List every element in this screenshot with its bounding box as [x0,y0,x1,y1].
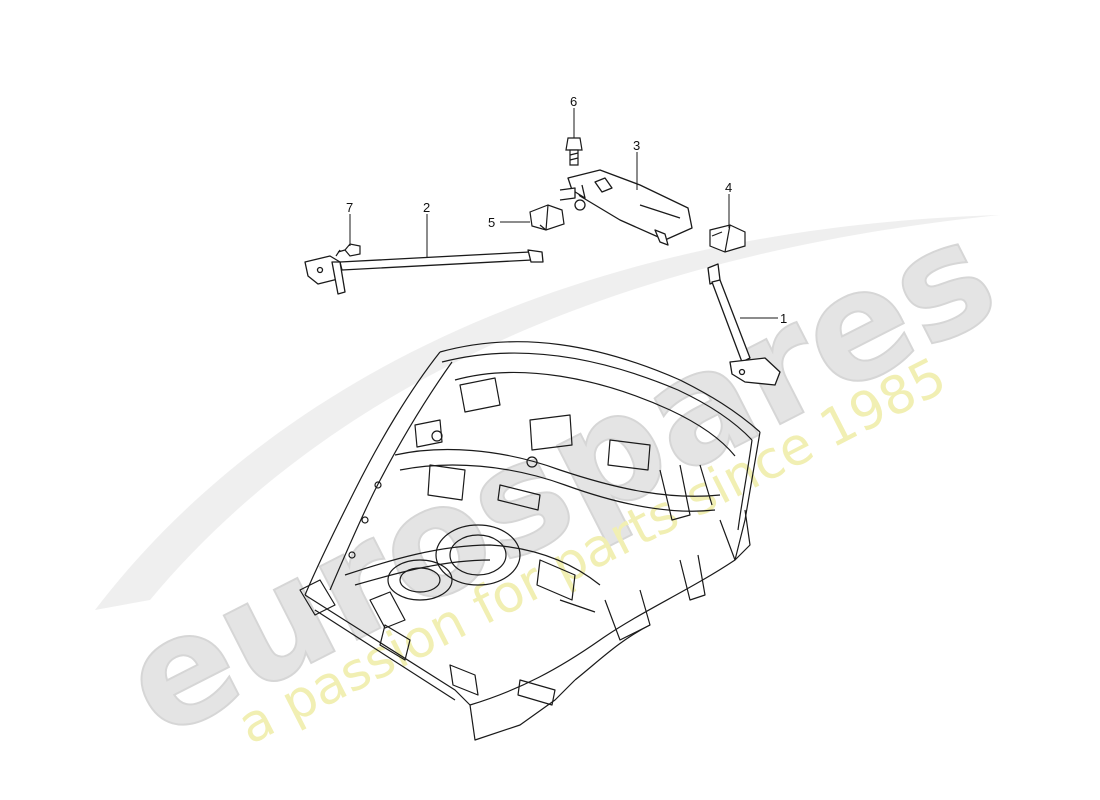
leader-lines [349,108,778,319]
watermark: eurospares a passion for parts since 198… [95,185,1022,773]
part-bolt [565,137,583,166]
part-rubber-buffer-right [709,224,746,253]
part-bracket [559,169,693,246]
callout-4: 4 [725,180,732,195]
callout-labels: 1 2 3 4 5 6 7 [346,94,787,326]
part-rubber-buffer-left [529,204,565,231]
callout-1: 1 [780,311,787,326]
callout-3: 3 [633,138,640,153]
front-body-structure [299,341,761,741]
callout-5: 5 [488,215,495,230]
part-strut-horizontal [304,249,544,295]
part-screw [335,243,361,257]
callout-6: 6 [570,94,577,109]
callout-2: 2 [423,200,430,215]
part-strut-vertical [707,263,781,386]
callout-7: 7 [346,200,353,215]
